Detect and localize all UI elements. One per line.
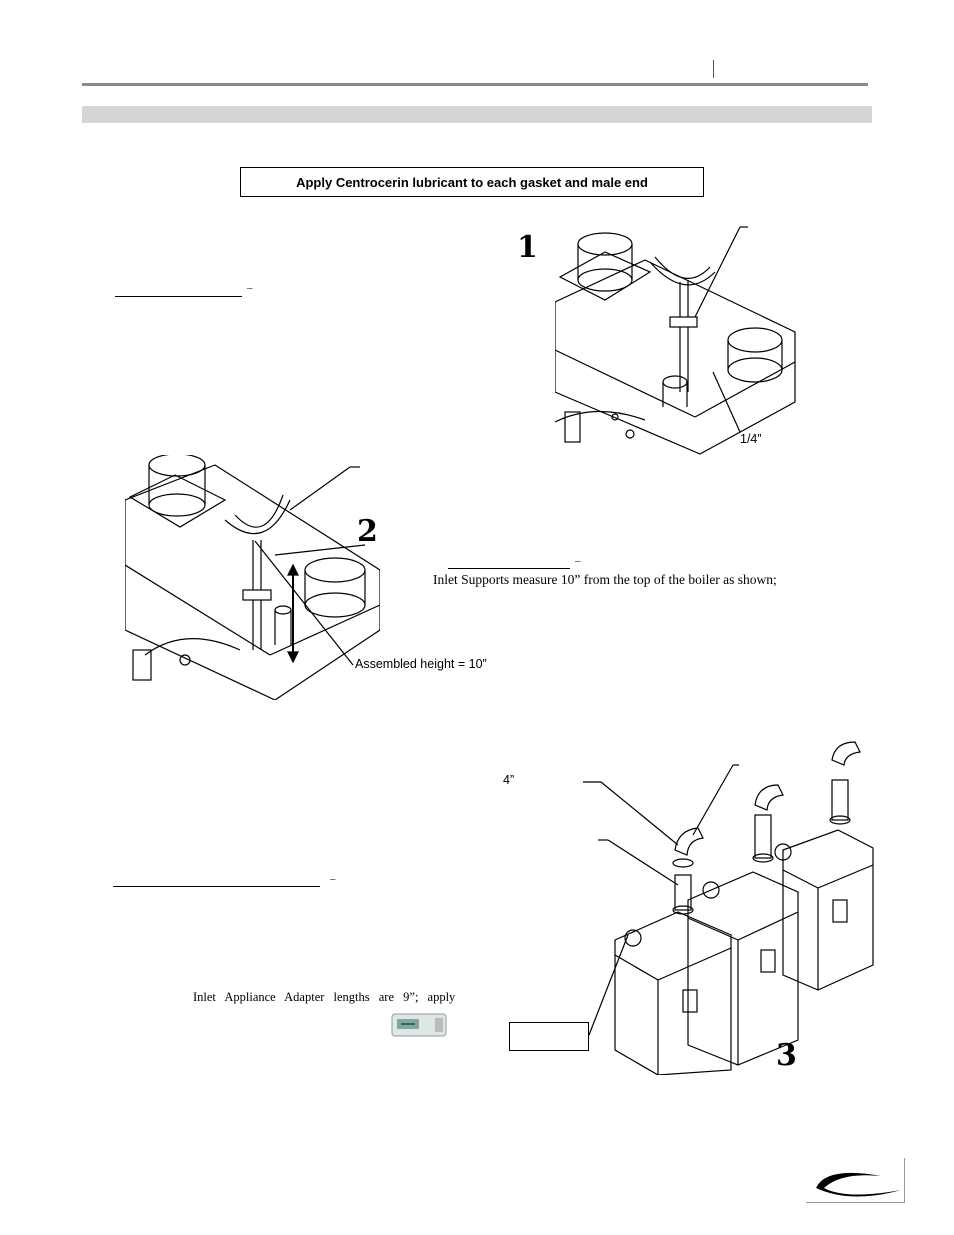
step2-heading-underline [448,568,570,569]
step3-size-label: 4” [503,773,515,787]
step1-dash: – [247,282,253,294]
step2-dash: – [575,555,581,567]
section-band [82,106,872,123]
step1-dim-label: 1/4” [740,432,762,446]
step3-dash: – [330,873,336,885]
brand-logo [806,1158,905,1203]
step3-label-box [509,1022,589,1051]
step2-text: Inlet Supports measure 10” from the top … [433,572,777,587]
lubricant-tube-image [391,1013,447,1037]
step2-number: 2 [357,514,378,549]
step3-drawing [583,741,874,1075]
swoosh-icon [816,1172,901,1197]
step3-number: 3 [776,1038,797,1073]
header-divider-tick [713,60,714,78]
step2-drawing [125,455,380,700]
step1-number: 1 [517,230,538,265]
step3-text: Inlet Appliance Adapter lengths are 9”; … [193,990,456,1004]
step1-heading-underline [115,296,242,297]
step3-heading-underline [113,886,320,887]
step1-drawing [555,226,796,455]
lubricant-callout: Apply Centrocerin lubricant to each gask… [240,167,704,197]
step2-dim-label: Assembled height = 10” [355,657,487,671]
header-rule [82,83,868,86]
